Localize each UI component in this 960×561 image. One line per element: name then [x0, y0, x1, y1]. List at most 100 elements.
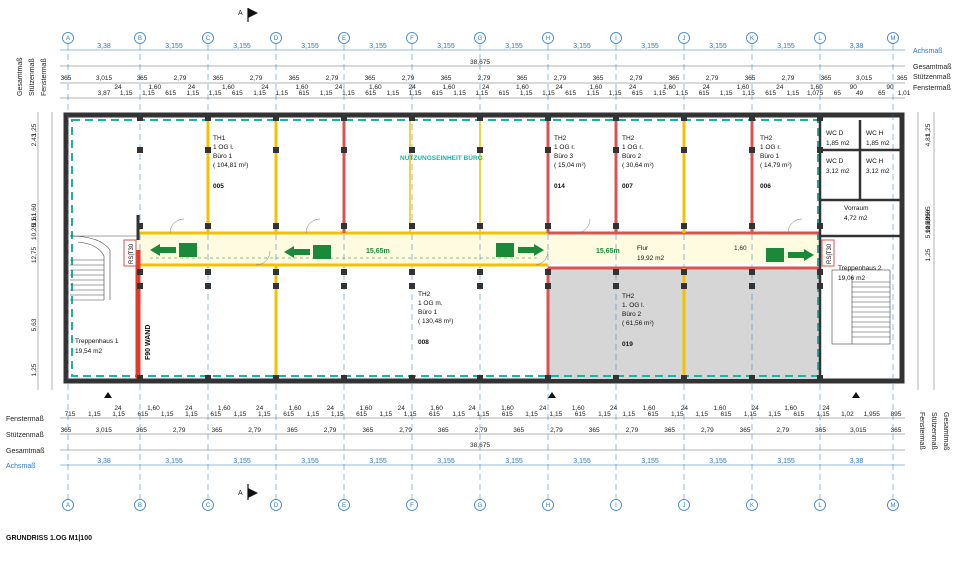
column — [137, 283, 143, 289]
fenster-bottom-a-4: 1,15 — [161, 411, 174, 418]
axis-top-circle-L — [814, 32, 826, 44]
axis-bottom-label-F: F — [410, 503, 414, 509]
fenster-top-a-10: 1,15 — [320, 90, 333, 97]
column — [545, 115, 551, 121]
fenster-bottom-b-8: 24 — [398, 405, 406, 412]
axis-top-circle-G — [474, 32, 486, 44]
column — [545, 269, 551, 275]
label-gesamtmass-right: Gesamtmaß — [942, 412, 949, 451]
axis-top-label-K: K — [750, 36, 754, 42]
column — [613, 283, 619, 289]
room-number-008: 008 — [418, 339, 429, 346]
axis-top-label-I: I — [615, 36, 617, 42]
stuetzen-bottom-9: 2,79 — [399, 427, 412, 434]
fenster-top-a-33: 65 — [834, 90, 842, 97]
column — [613, 115, 619, 121]
door-label-1: RS|T30 — [123, 239, 137, 267]
fenster-top-a-21: 615 — [565, 90, 576, 97]
room-007-line-3: ( 30,64 m²) — [622, 162, 654, 169]
stuetzen-bottom-7: 2,79 — [324, 427, 337, 434]
stairwell-2-steps — [852, 281, 890, 338]
label-fenstermass-right: Fenstermaß — [918, 412, 925, 450]
axis-top-label-J: J — [683, 36, 686, 42]
stuetzen-bottom-21: 3,015 — [850, 427, 867, 434]
axis-top-label-E: E — [342, 36, 346, 42]
section-label-top: A — [238, 10, 243, 17]
axis-top-circle-I — [610, 32, 622, 44]
fenster-bottom-a-5: 1,15 — [185, 411, 198, 418]
stuetzen-top-5: 2,79 — [250, 75, 263, 82]
column — [273, 223, 279, 229]
fenster-bottom-b-2: 24 — [185, 405, 193, 412]
column — [477, 115, 483, 121]
column — [681, 147, 687, 153]
achs-bottom-9: 3,155 — [709, 458, 727, 465]
fenster-bottom-a-29: 1,15 — [768, 411, 781, 418]
fenster-top-a-1: 1,15 — [120, 90, 133, 97]
axis-bottom-label-K: K — [750, 503, 754, 509]
column — [205, 223, 211, 229]
room-006-line-3: ( 14,79 m²) — [760, 162, 792, 169]
column — [273, 115, 279, 121]
dim-left-3: 1,1 — [31, 212, 38, 221]
column — [613, 147, 619, 153]
column — [749, 283, 755, 289]
fenster-bottom-b-20: 24 — [822, 405, 830, 412]
section-marker-bottom: A — [238, 484, 258, 500]
entrance-marker-center — [548, 392, 556, 398]
stuetzen-top-7: 2,79 — [326, 75, 339, 82]
fenster-top-b-12: 24 — [556, 84, 564, 91]
stuetzen-bottom-14: 365 — [589, 427, 600, 434]
fenster-top-a-23: 1,15 — [609, 90, 622, 97]
stuetzen-top-17: 2,79 — [706, 75, 719, 82]
achs-top-8: 3,155 — [641, 43, 659, 50]
stuetzen-top-11: 2,79 — [478, 75, 491, 82]
room-number-005: 005 — [213, 183, 224, 190]
label-fenstermass-left: Fenstermaß — [41, 58, 48, 96]
room-005-line-0: TH1 — [213, 135, 226, 142]
fenster-top-b-13: 1,60 — [590, 84, 603, 91]
flur-area: 19,92 m2 — [637, 255, 664, 262]
escape-route-arrow-4 — [766, 248, 814, 262]
achs-top-0: 3,38 — [97, 43, 111, 50]
fenster-bottom-b-11: 1,60 — [501, 405, 514, 412]
fenster-top-b-1: 1,60 — [148, 84, 161, 91]
stuetzen-top-12: 365 — [517, 75, 528, 82]
column — [205, 283, 211, 289]
wc-4-name: WC H — [866, 158, 884, 165]
vorraum-name: Vorraum — [844, 205, 869, 212]
fenster-top-b-19: 1,60 — [810, 84, 823, 91]
stuetzen-top-6: 365 — [289, 75, 300, 82]
fenster-top-a-19: 1,15 — [520, 90, 533, 97]
fenster-bottom-b-3: 1,60 — [218, 405, 231, 412]
room-014-line-3: ( 15,04 m²) — [554, 162, 586, 169]
achs-bottom-4: 3,155 — [369, 458, 387, 465]
column — [341, 115, 347, 121]
stuetzen-bottom-3: 2,79 — [173, 427, 186, 434]
stuetzen-top-9: 2,79 — [402, 75, 415, 82]
achs-bottom-8: 3,155 — [641, 458, 659, 465]
achs-top-5: 3,155 — [437, 43, 455, 50]
column — [341, 223, 347, 229]
wc-2-name: WC H — [866, 130, 884, 137]
fenster-bottom-a-31: 1,15 — [817, 411, 830, 418]
dim-right-1: 4,81 — [925, 133, 932, 146]
axis-top-label-D: D — [274, 36, 279, 42]
axis-top-circle-F — [406, 32, 418, 44]
axis-bottom-label-D: D — [274, 503, 279, 509]
stuetzen-bottom-16: 365 — [664, 427, 675, 434]
achs-top-9: 3,155 — [709, 43, 727, 50]
vorraum-area: 4,72 m2 — [844, 215, 868, 222]
label-achsmass-top: Achsmaß — [913, 48, 943, 55]
axis-top-label-F: F — [410, 36, 414, 42]
axis-top-label-A: A — [66, 36, 70, 42]
column — [613, 375, 619, 381]
room-007-line-2: Büro 2 — [622, 153, 642, 160]
entrance-marker-left — [104, 392, 112, 398]
stuetzen-top-0: 365 — [61, 75, 72, 82]
column — [409, 375, 415, 381]
